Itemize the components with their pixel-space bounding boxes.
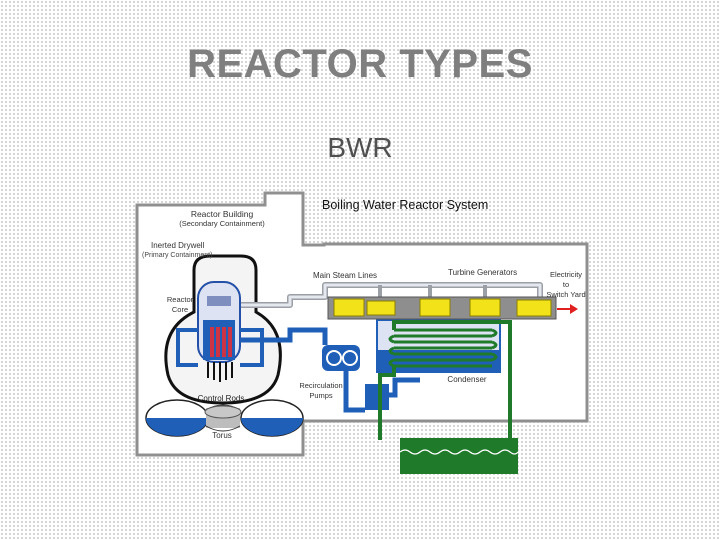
slide-subtitle: BWR	[327, 132, 393, 163]
label-primary-containment: (Primary Containment)	[142, 252, 212, 259]
label-electricity-2: to	[563, 280, 569, 289]
diagram-title: Boiling Water Reactor System	[322, 198, 488, 212]
recirc-loop-left	[176, 328, 198, 367]
label-reactor-core-2: Core	[172, 305, 188, 314]
electricity-arrow	[557, 304, 578, 314]
label-reactor-building: Reactor Building	[191, 209, 254, 219]
label-recirculation-pumps-1: Recirculation	[299, 381, 342, 390]
reactor-vessel	[197, 281, 241, 382]
label-control-rods: Control Rods	[198, 394, 245, 403]
cooling-water-loop	[394, 328, 492, 368]
label-electricity-1: Electricity	[550, 270, 582, 279]
label-condenser: Condenser	[447, 375, 486, 384]
slide-title: REACTOR TYPES	[187, 42, 533, 86]
label-secondary-containment: (Secondary Containment)	[179, 219, 265, 228]
recirc-loop-right	[240, 328, 264, 367]
reactor-core	[210, 327, 232, 357]
label-electricity-3: Switch Yard	[546, 290, 585, 299]
label-turbine-generators: Turbine Generators	[448, 268, 517, 277]
label-reactor-core-1: Reactor	[167, 295, 194, 304]
feedwater-line	[240, 327, 365, 413]
recirculation-pumps	[322, 345, 389, 410]
control-rods	[207, 362, 233, 382]
label-torus: Torus	[212, 431, 232, 440]
label-recirculation-pumps-2: Pumps	[309, 391, 333, 400]
label-inerted-drywell: Inerted Drywell	[151, 241, 205, 250]
cooling-pond	[400, 438, 518, 474]
turbine-generators	[327, 296, 557, 320]
torus	[145, 399, 304, 437]
label-main-steam-lines: Main Steam Lines	[313, 271, 377, 280]
